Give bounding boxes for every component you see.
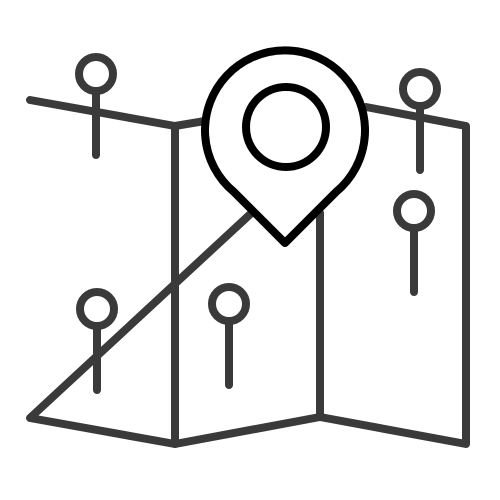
map-pin-icon xyxy=(399,68,441,174)
map-pin-icon xyxy=(75,53,117,159)
folded-map-icon xyxy=(26,96,470,448)
small-pins xyxy=(75,53,441,394)
map-pin-icon xyxy=(76,288,118,394)
location-pin-icon xyxy=(201,46,369,247)
map-pin-icon xyxy=(208,283,250,389)
map-pin-icon xyxy=(393,190,435,296)
location-pin-hole xyxy=(242,83,330,171)
